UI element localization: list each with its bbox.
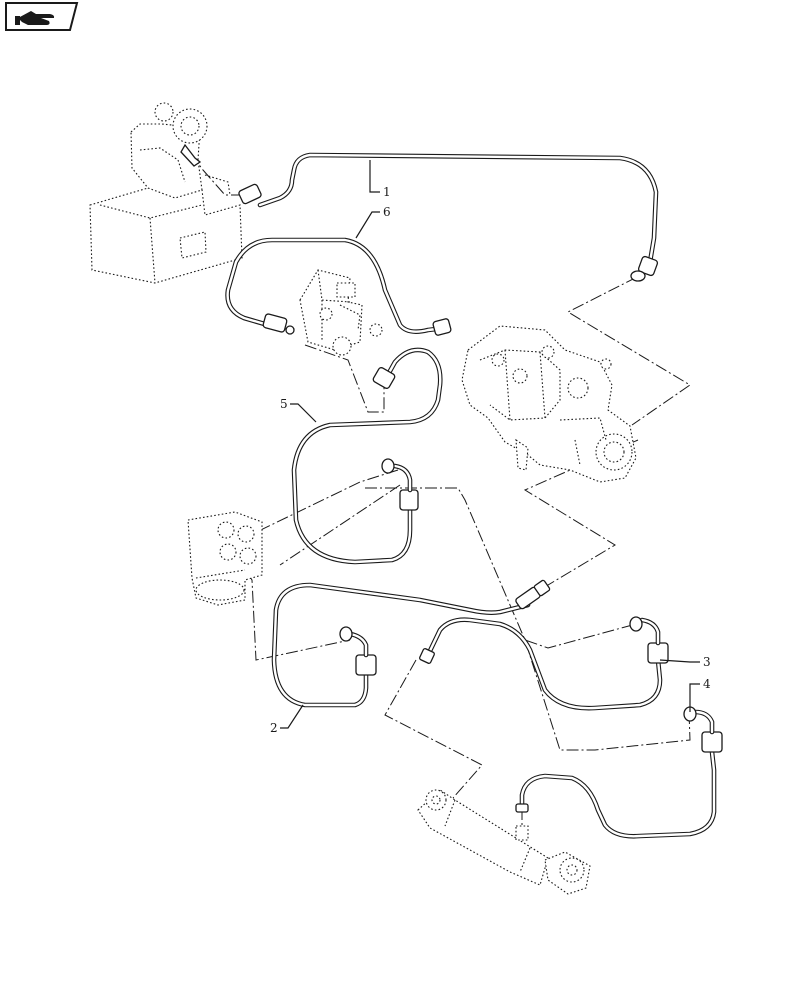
hose-6 [225, 237, 452, 336]
hand-pointing-right-icon [15, 11, 55, 25]
callout-leaders [280, 160, 700, 729]
hose-2 [271, 579, 551, 708]
hose-3 [419, 616, 669, 711]
hose-5 [291, 347, 443, 565]
connection-lines [187, 149, 691, 826]
hose-4 [515, 706, 723, 839]
steering-unit [187, 511, 263, 606]
next-page-button[interactable] [5, 1, 79, 31]
callout-5: 5 [280, 397, 288, 411]
callout-4: 4 [703, 677, 711, 691]
pump-assembly [461, 325, 637, 483]
hydraulic-reservoir [89, 102, 243, 284]
control-valve-block [299, 269, 383, 356]
callout-3: 3 [703, 655, 711, 669]
callout-6: 6 [383, 205, 391, 219]
callout-labels: 1 6 5 2 3 4 [270, 185, 711, 735]
callout-2: 2 [270, 721, 278, 735]
hose-1 [238, 152, 659, 282]
callout-1: 1 [383, 185, 391, 199]
steering-cylinder [417, 789, 591, 895]
